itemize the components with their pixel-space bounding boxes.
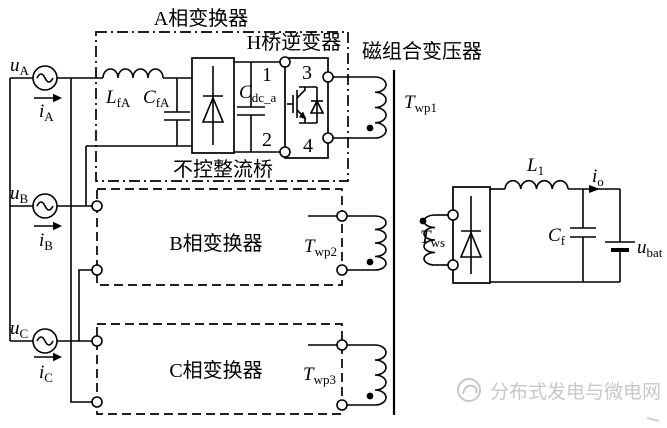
title-h-bridge: H桥逆变器 [247, 31, 341, 54]
input-bus-wires [9, 77, 103, 403]
dc-link-rails [234, 61, 280, 153]
output-rectifier [452, 186, 491, 284]
label-terminal-3: 3 [302, 62, 312, 84]
igbt-icon [287, 86, 325, 124]
inductor-l1 [504, 179, 569, 190]
diode-icon [309, 99, 325, 114]
capacitor-cf [570, 189, 596, 282]
h-bridge-inverter [284, 57, 329, 159]
title-phase-c: C相变换器 [169, 359, 262, 382]
label-ic: iC [39, 362, 53, 385]
polarity-dot [366, 392, 374, 400]
label-cfa: CfA [143, 87, 170, 110]
winding-twp2 [308, 215, 387, 271]
current-arrow-ia [34, 93, 62, 103]
phase-a-converter-box [95, 31, 349, 182]
label-ubat: ubat [637, 237, 663, 260]
label-tws: Tws [420, 227, 445, 250]
title-phase-b: B相变换器 [169, 232, 262, 255]
phase-c-converter-box [96, 323, 343, 415]
inductor-lfa [102, 68, 164, 79]
label-terminal-2: 2 [262, 129, 272, 151]
winding-tws [419, 214, 448, 266]
label-ub: uB [10, 183, 29, 206]
dc-link-capacitor-cdca [237, 62, 265, 152]
title-rectifier: 不控整流桥 [173, 158, 273, 181]
terminal-nodes [91, 56, 459, 411]
label-cf: Cf [548, 225, 566, 248]
polarity-dot [366, 258, 374, 266]
watermark-dash [646, 417, 660, 422]
voltage-source-ua [32, 65, 58, 91]
label-ua: uA [10, 55, 30, 78]
label-uc: uC [10, 318, 28, 341]
label-ib: iB [39, 230, 53, 253]
phase-b-converter-box [96, 188, 343, 286]
label-twp3: Twp3 [303, 364, 336, 387]
label-cdca: Cdc_a [239, 82, 276, 105]
sine-icon [36, 73, 54, 83]
label-ia: iA [39, 101, 54, 124]
polarity-dot [419, 217, 427, 225]
battery-ubat [605, 189, 635, 282]
watermark-text: 分布式发电与微电网 [490, 381, 661, 403]
voltage-source-uc [32, 328, 58, 354]
voltage-source-ub [32, 193, 58, 219]
polarity-dot [366, 124, 374, 132]
current-arrow-ib [34, 221, 62, 231]
watermark: 分布式发电与微电网 [457, 378, 661, 422]
winding-twp1 [366, 76, 387, 139]
label-terminal-1: 1 [262, 64, 272, 86]
capacitor-cfa [164, 78, 190, 146]
sine-icon [36, 336, 54, 346]
current-arrow-io [589, 185, 600, 193]
current-arrow-ic [34, 352, 62, 362]
label-l1: L1 [526, 155, 544, 178]
winding-twp3 [308, 344, 387, 406]
sine-icon [36, 201, 54, 211]
watermark-logo-icon [457, 378, 481, 402]
title-mag-transformer: 磁组合变压器 [362, 40, 482, 63]
label-terminal-4: 4 [303, 135, 313, 157]
label-io: io [592, 166, 604, 189]
rectifier-bridge [191, 57, 235, 154]
title-phase-a: A相变换器 [154, 7, 248, 30]
label-twp1: Twp1 [404, 92, 437, 115]
label-twp2: Twp2 [304, 236, 337, 259]
label-lfa: LfA [105, 87, 131, 110]
